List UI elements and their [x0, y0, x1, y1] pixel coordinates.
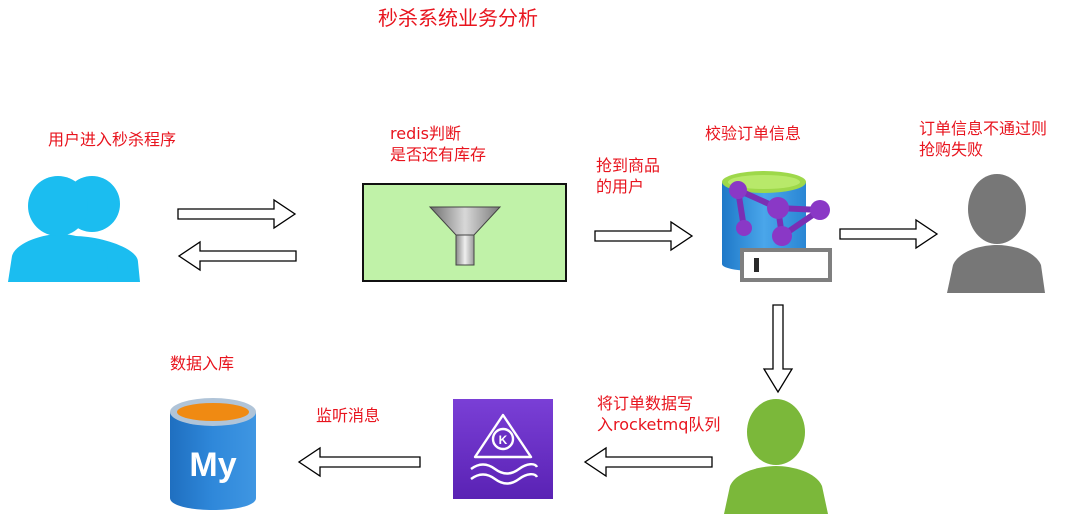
user-icon — [722, 398, 830, 516]
user-icon — [945, 173, 1045, 295]
mysql-text: My — [189, 446, 236, 484]
label-listen: 监听消息 — [316, 406, 381, 425]
arrow-left-to-users — [176, 240, 298, 272]
page-title: 秒杀系统业务分析 — [378, 6, 538, 30]
redis-funnel-box — [362, 183, 567, 282]
arrow-to-fail-user — [838, 218, 940, 250]
label-fail: 订单信息不通过则 抢购失败 — [919, 118, 1047, 160]
arrow-right-to-redis — [176, 198, 298, 230]
funnel-icon — [428, 205, 502, 267]
label-write-mq: 将订单数据写 入rocketmq队列 — [597, 393, 720, 435]
label-write-line1: 将订单数据写 — [597, 394, 694, 413]
label-redis-line2: 是否还有库存 — [390, 145, 487, 164]
label-fail-line2: 抢购失败 — [919, 140, 984, 159]
arrow-to-kafka — [582, 446, 714, 478]
svg-text:K: K — [499, 433, 508, 447]
arrow-down-to-mq-user — [762, 303, 794, 395]
label-grab-line2: 的用户 — [596, 177, 645, 196]
arrow-to-verify — [593, 220, 695, 252]
label-grab-line1: 抢到商品 — [596, 156, 661, 175]
users-icon — [4, 174, 142, 286]
label-fail-line1: 订单信息不通过则 — [919, 119, 1048, 138]
label-redis-line1: redis判断 — [390, 124, 462, 143]
mysql-database-icon: My — [168, 396, 258, 514]
database-graph-icon — [716, 168, 834, 284]
label-redis-check: redis判断 是否还有库存 — [390, 123, 486, 165]
kafka-queue-icon: K — [453, 399, 553, 499]
label-verify: 校验订单信息 — [705, 124, 802, 143]
label-db: 数据入库 — [170, 354, 235, 373]
label-user-enter: 用户进入秒杀程序 — [48, 130, 177, 149]
label-grab: 抢到商品 的用户 — [596, 155, 660, 197]
arrow-to-mysql — [296, 446, 422, 478]
label-write-line2: 入rocketmq队列 — [597, 415, 721, 434]
